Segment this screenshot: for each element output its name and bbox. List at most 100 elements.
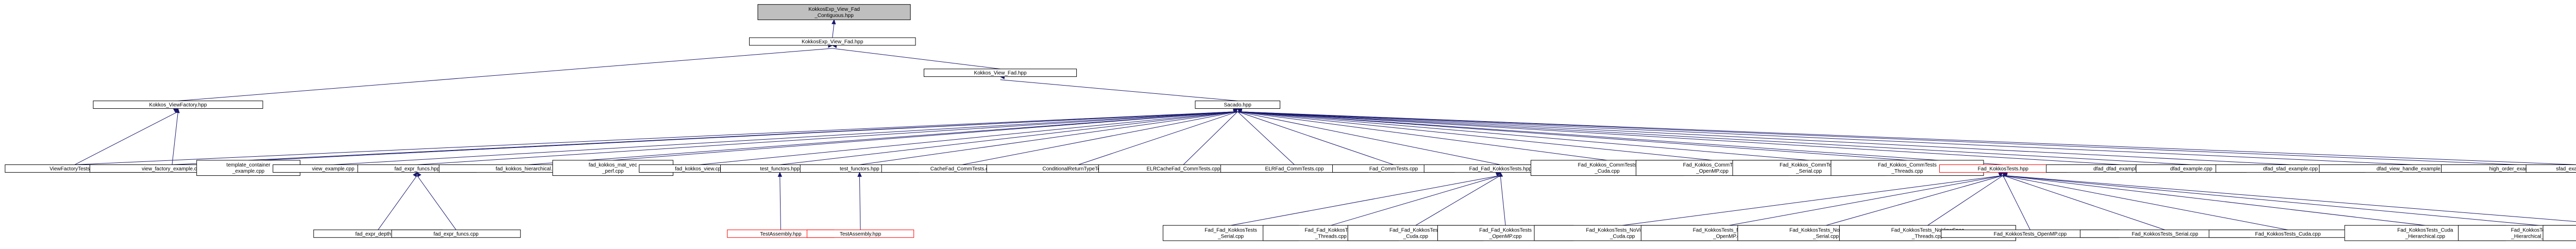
node-label: ViewFactoryTests.cpp [49,166,100,172]
edge-n25-n43 [1927,175,2004,226]
edge-n25-n47 [2003,175,2426,226]
node-label: view_example.cpp [312,166,354,172]
node-label: Fad_KokkosTests_NoViewSpec [1789,228,1862,234]
node-box [749,37,916,46]
edge-n4-n19 [1238,111,1394,165]
node-n1[interactable]: KokkosExp_View_Fad.hpp [749,37,916,46]
edge-n4-n5 [74,111,1238,165]
edge-n25-n44 [2003,175,2031,230]
node-n31[interactable]: sfad_example.cpp [2526,164,2576,173]
node-label: Fad_KokkosTests.hpp [1978,166,2029,172]
node-label: Fad_Fad_KokkosTests.hpp [1469,166,1532,172]
node-label: sfad_example.cpp [2556,166,2576,172]
node-box [93,101,263,109]
edge-n4-n23 [1238,111,1809,161]
node-n33[interactable]: fad_expr_funcs.cpp [391,229,521,238]
node-label: CacheFad_CommTests.cpp [930,166,994,172]
node-label: view_factory_example.cpp [142,166,202,172]
node-n4[interactable]: Sacado.hpp [1195,101,1280,109]
edge-n20-n37 [1331,175,1501,226]
edge-n4-n17 [1183,111,1238,165]
node-n46[interactable]: Fad_KokkosTests_Cuda.cpp [2209,229,2367,238]
node-label: TestAssembly.hpp [760,231,802,237]
node-box [806,229,914,238]
node-label: _perf.cpp [602,169,624,174]
arrowhead-n9-n33 [416,172,421,177]
arrowhead-n25-n43 [1998,172,2004,177]
edge-n25-n41 [1729,175,2004,226]
node-label: fad_expr_depth.cpp [355,231,401,237]
node-label: Fad_Fad_KokkosTests [1389,228,1442,234]
node-label: ELRFad_CommTests.cpp [1265,166,1324,172]
edge-n20-n36 [1230,175,1501,226]
node-n0[interactable]: KokkosExp_View_Fad_Contiguous.hpp [757,4,911,20]
arrowhead-n4-n17 [1233,108,1239,113]
edge-n9-n33 [417,175,456,230]
node-label: KokkosExp_View_Fad.hpp [802,39,863,45]
node-box [923,69,1077,77]
node-n49[interactable]: Fad_KokkosTests_Cuda_Hierarchical_SFad.c… [2543,225,2576,241]
node-label: Fad_Kokkos_CommTests [1878,162,1937,168]
node-label: _Threads.cpp [1891,169,1923,174]
arrowhead-n2-n6 [175,108,180,113]
node-label: test_functors.hpp [840,166,879,172]
node-label: Fad_Fad_KokkosTests [1304,228,1357,234]
edge-n25-n45 [2003,175,2165,230]
node-label: _OpenMP.cpp [1713,234,1745,240]
edge-n4-n14 [859,111,1238,165]
node-label: Kokkos_ViewFactory.hpp [149,103,207,108]
node-label: TestAssembly.hpp [840,231,882,237]
node-label: dfad_view_handle_example.cpp [2377,166,2450,172]
node-label: fad_kokkos_view.cpp [675,166,724,172]
node-label: _Cuda.cpp [1609,234,1635,240]
node-label: _Cuda.cpp [1594,169,1620,174]
node-label: ConditionalReturnTypeTest.cpp [1042,166,1114,172]
node-label: Fad_KokkosTests_NoViewSpec [1891,228,1964,234]
node-n2[interactable]: Kokkos_ViewFactory.hpp [93,101,263,109]
node-label: _Serial.cpp [1795,169,1822,174]
node-label: Fad_KokkosTests_Serial.cpp [2132,231,2198,237]
edge-n20-n38 [1415,175,1501,226]
edge-n4-n9 [417,111,1238,165]
edge-n25-n48 [2003,175,2539,226]
node-n35[interactable]: TestAssembly.hpp [806,229,914,238]
edge-n4-n10 [528,111,1238,165]
edge-n3-n4 [1000,79,1238,102]
arrowhead-n14-n35 [857,172,862,177]
node-label: _OpenMP.cpp [1696,169,1728,174]
node-label: Fad_Kokkos_CommTests [1780,162,1838,168]
edge-n4-n18 [1237,111,1295,165]
node-box [757,4,911,20]
node-label: _Hierarchical_DFad.cpp [2511,234,2567,240]
node-label: Fad_Kokkos_CommTests [1578,162,1637,168]
node-label: high_order_example.cpp [2489,166,2547,172]
node-label: test_functors.hpp [760,166,800,172]
node-label: _Contiguous.hpp [814,13,854,19]
node-box [2526,164,2576,173]
edge-layer [74,19,2576,230]
node-label: dfad_sfad_example.cpp [2263,166,2318,172]
edge-n4-n22 [1238,111,1713,161]
node-label: KokkosExp_View_Fad [808,7,860,12]
node-box [1195,101,1280,109]
node-label: Fad_Fad_KokkosTests [1479,228,1532,234]
node-box [2543,225,2576,241]
edge-n14-n35 [859,175,861,230]
edge-n4-n25 [1238,111,2003,165]
edge-n9-n32 [378,175,417,230]
edge-n13-n34 [779,175,781,230]
arrowhead-n20-n39 [1498,172,1503,177]
node-label: fad_expr_funcs.cpp [434,231,479,237]
arrowhead-n13-n34 [777,172,783,177]
node-label: Sacado.hpp [1224,103,1251,108]
node-label: Fad_KokkosTests_Cuda.cpp [2255,231,2321,237]
node-n3[interactable]: Kokkos_View_Fad.hpp [923,69,1077,77]
node-label: Fad_Kokkos_CommTests [1683,162,1742,168]
edge-n4-n11 [613,111,1238,161]
node-label: Fad_KokkosTests_Cuda [2511,228,2567,234]
edge-n4-n21 [1238,111,1607,161]
node-label: Fad_KokkosTests_NoViewSpec [1693,228,1766,234]
edge-n4-n15 [962,111,1238,165]
edge-n4-n28 [1238,111,2291,165]
edge-n4-n12 [699,111,1238,165]
